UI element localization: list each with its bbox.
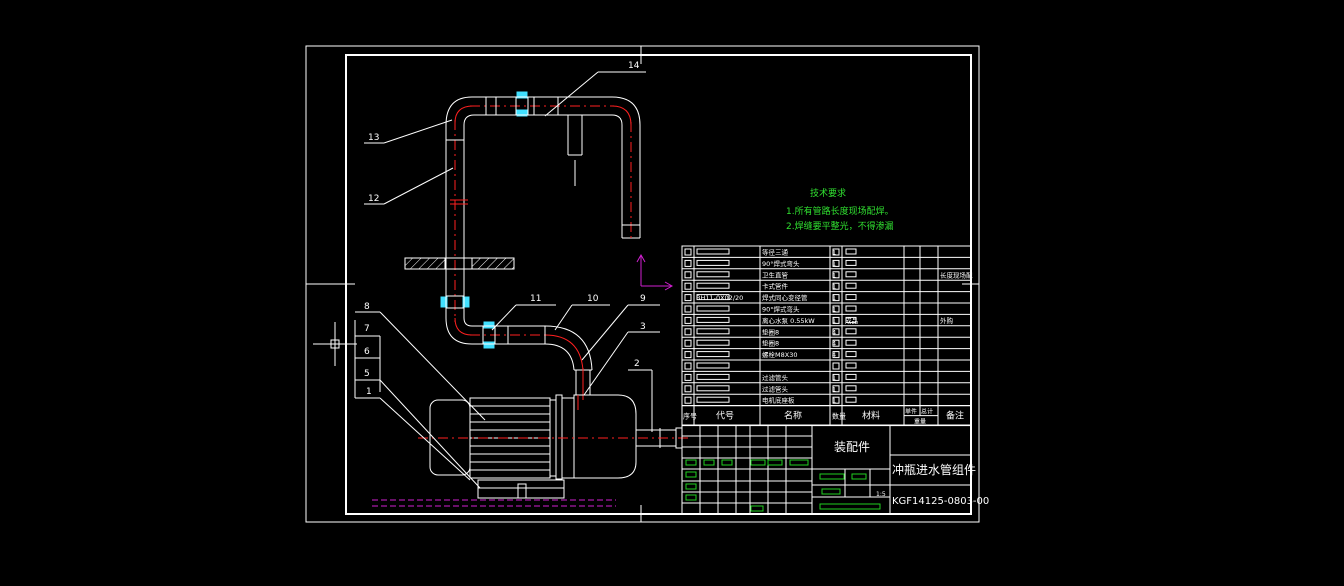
leader-label-2: 2 <box>634 359 640 369</box>
bom-header-qty: 数量 <box>832 412 846 421</box>
bom-note: 外购 <box>940 316 954 325</box>
bom-name: 过滤管头 <box>762 373 789 382</box>
bom-code: BH11-0X02/20 <box>696 294 743 302</box>
leader-label-3: 3 <box>640 322 646 332</box>
title-drawing-type: 装配件 <box>834 440 870 454</box>
bom-header-name: 名称 <box>784 410 802 422</box>
pump-motor <box>372 394 690 507</box>
leader-label-5: 5 <box>364 369 370 379</box>
pipe-assembly <box>440 91 641 400</box>
bom-row: 垫圈8 4 <box>682 327 971 338</box>
tech-req-line-2: 2.焊缝要平整光，不得渗漏 <box>786 220 894 232</box>
bom-qty: 4 <box>832 340 836 348</box>
bom-row: 电机底座板 1 <box>682 396 971 407</box>
crosshair-cursor-icon <box>313 322 357 366</box>
bom-note: 长度现场配 <box>940 270 973 279</box>
leader-label-13: 13 <box>368 133 379 143</box>
mounting-plate <box>404 257 515 270</box>
bom-name: 垫圈8 <box>762 327 779 336</box>
leader-label-8: 8 <box>364 302 370 312</box>
bom-qty: 4 <box>832 328 836 336</box>
bom-header-code: 代号 <box>716 411 734 422</box>
bom-material: 成品 <box>845 316 858 325</box>
bom-name: 90°焊式弯头 <box>762 305 800 314</box>
bom-row: 过滤管头 1 <box>682 384 971 395</box>
bom-name: 卫生直管 <box>762 270 789 279</box>
bom-row: 卫生直管 1 长度现场配 <box>682 270 973 281</box>
leader-lines <box>354 71 660 489</box>
bom-qty: 1 <box>832 374 836 382</box>
outer-border <box>305 45 980 523</box>
bom-name: 卡式管件 <box>762 282 789 291</box>
bom-header-unit_weight: 单件 <box>905 408 917 416</box>
bom-name: 焊式同心变径管 <box>762 293 808 302</box>
technical-requirements: 技术要求 1.所有管路长度现场配焊。 2.焊缝要平整光，不得渗漏 <box>786 187 894 232</box>
leader-label-texts: 14 13 12 8 7 6 5 1 11 10 9 3 2 <box>364 61 646 397</box>
bom-header-material: 材料 <box>862 410 880 422</box>
bom-name: 垫圈8 <box>762 339 779 348</box>
bom-row: 等径三通 1 <box>682 248 971 258</box>
bom-header-note: 备注 <box>946 410 964 422</box>
leader-label-1: 1 <box>366 387 372 397</box>
leader-label-11: 11 <box>530 294 541 304</box>
bom-row: 垫圈8 4 <box>682 339 971 350</box>
leader-label-9: 9 <box>640 294 646 304</box>
bom-qty: 1 <box>832 385 836 393</box>
bom-row: 90°焊式弯头 1 <box>682 305 971 315</box>
bom-header: 序号 代号 名称 数量 材料 单件总计重量 备注 <box>681 405 972 427</box>
bom-qty: 1 <box>832 283 836 291</box>
bom-row: 离心水泵 0.55kW 1 成品 外购 <box>682 316 971 327</box>
bom-qty: 1 <box>832 397 836 405</box>
bom-header-weight: 重量 <box>914 418 926 426</box>
centering-marks <box>306 46 979 522</box>
bom-row: BH11-0X02/20 焊式同心变径管 1 <box>682 293 971 304</box>
bom-qty: 1 <box>832 271 836 279</box>
ucs-axis-icon <box>636 253 674 291</box>
leader-label-6: 6 <box>364 347 370 357</box>
bom-qty: 1 <box>832 294 836 302</box>
bom-row <box>682 362 971 372</box>
bom-header-total_weight: 总计 <box>921 408 933 416</box>
bom-row: 90°焊式弯头 1 <box>682 259 971 270</box>
bom-qty: 1 <box>832 260 836 268</box>
bom-qty: 1 <box>832 317 836 325</box>
title-drawing-name: 冲瓶进水管组件 <box>892 462 976 477</box>
bom-header-seq: 序号 <box>683 412 697 421</box>
bom-name: 螺栓M8X30 <box>762 350 797 359</box>
bom-name: 过滤管头 <box>762 384 789 393</box>
bom-qty: 1 <box>832 249 836 257</box>
title-block: 装配件 冲瓶进水管组件 KGF14125-0803-00 1:5 <box>681 424 989 515</box>
leader-label-10: 10 <box>587 294 599 304</box>
tech-req-line-1: 1.所有管路长度现场配焊。 <box>786 205 894 217</box>
tech-req-heading: 技术要求 <box>810 187 846 199</box>
title-scale: 1:5 <box>876 491 886 498</box>
bom-name: 等径三通 <box>762 248 789 257</box>
leader-label-12: 12 <box>368 194 379 204</box>
leader-label-7: 7 <box>364 324 370 334</box>
bom-name: 电机底座板 <box>762 396 795 405</box>
bom-qty: 1 <box>832 306 836 314</box>
title-drawing-number: KGF14125-0803-00 <box>892 496 989 507</box>
bom-qty: 4 <box>832 351 836 359</box>
bom-name: 离心水泵 0.55kW <box>762 316 815 325</box>
bom-row: 螺栓M8X30 4 <box>682 350 971 361</box>
bom-row: 过滤管头 1 <box>682 373 971 384</box>
bom-name: 90°焊式弯头 <box>762 259 800 268</box>
bom-row: 卡式管件 1 <box>682 282 971 293</box>
leader-label-14: 14 <box>628 61 640 71</box>
